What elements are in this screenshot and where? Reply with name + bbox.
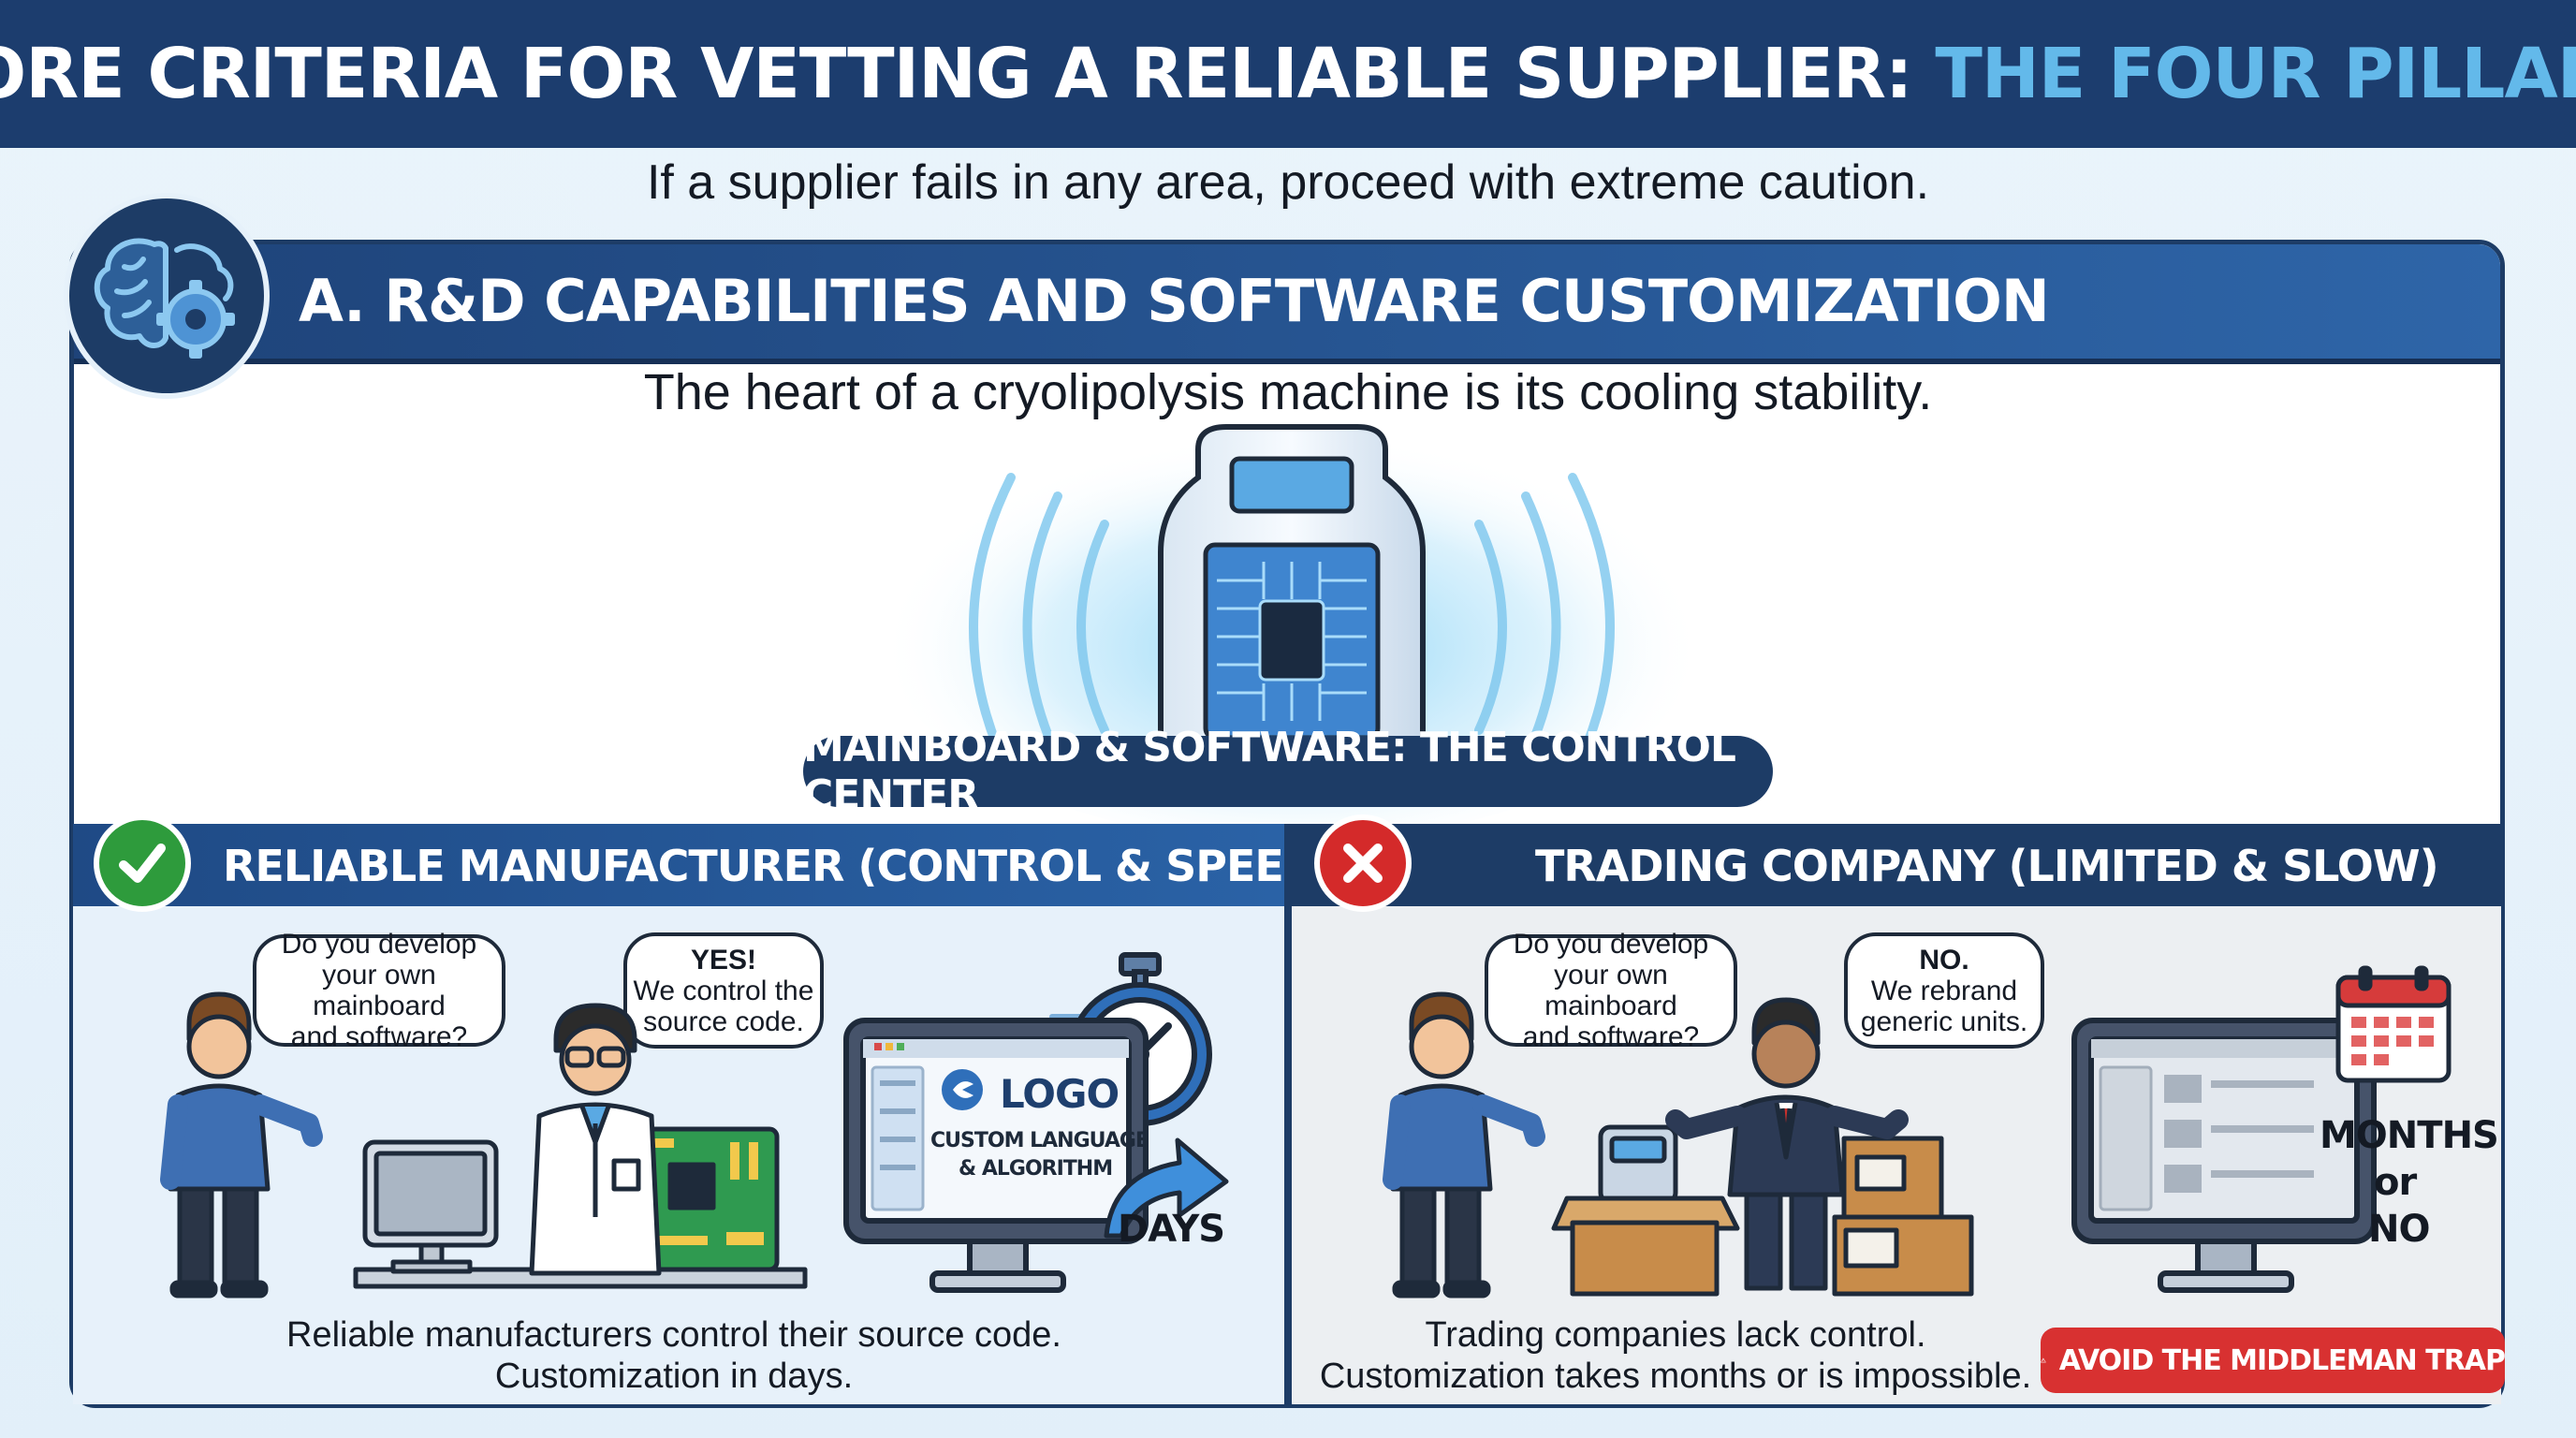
bubble-line: and software? (290, 1021, 468, 1052)
cryolipolysis-device-illustration (824, 412, 1760, 843)
trader-figure (1665, 997, 1909, 1291)
calendar-icon (2335, 965, 2452, 1083)
x-icon (1314, 814, 1412, 912)
caption-line: Customization in days. (494, 1357, 854, 1396)
title-accent-text: THE FOUR PILLARS (1935, 34, 2576, 114)
bubble-line: Do you develop (1513, 929, 1709, 960)
trading-company-heading: TRADING COMPANY (LIMITED & SLOW) (1535, 841, 2439, 891)
warning-text: AVOID THE MIDDLEMAN TRAP (2058, 1343, 2506, 1377)
or-label: or (2374, 1161, 2417, 1204)
screen-text-line-1: CUSTOM LANGUAGE (930, 1129, 1149, 1152)
engineer-figure (529, 1003, 662, 1276)
bubble-line: your own mainboard (313, 960, 446, 1021)
months-label: MONTHS (2320, 1114, 2499, 1157)
screen-text-line-2: & ALGORITHM (959, 1157, 1113, 1181)
no-label: NO (2368, 1208, 2430, 1251)
panel-divider (1284, 824, 1292, 1404)
bubble-line: and software? (1522, 1021, 1700, 1052)
section-a-title: A. R&D CAPABILITIES AND SOFTWARE CUSTOMI… (299, 267, 2050, 335)
title-bar: CORE CRITERIA FOR VETTING A RELIABLE SUP… (0, 0, 2576, 148)
days-label: DAYS (1118, 1208, 1225, 1251)
bubble-line: We rebrand (1870, 975, 2018, 1006)
page-subtitle: If a supplier fails in any area, proceed… (646, 155, 1930, 210)
manufacturer-answer-bubble: YES! We control the source code. (623, 932, 824, 1049)
caption-line: Reliable manufacturers control their sou… (286, 1315, 1061, 1355)
caption-line: Customization takes months or is impossi… (1319, 1357, 2032, 1396)
reliable-manufacturer-header: RELIABLE MANUFACTURER (CONTROL & SPEED) (73, 824, 1338, 906)
control-center-label: MAINBOARD & SOFTWARE: THE CONTROL CENTER (803, 724, 1773, 819)
buyer-question-bubble-right: Do you develop your own mainboard and so… (1485, 929, 1737, 1052)
bubble-line: We control the (633, 975, 814, 1006)
trading-company-caption: Trading companies lack control. Customiz… (1310, 1314, 2041, 1397)
bubble-line: your own mainboard (1544, 960, 1677, 1021)
reliable-manufacturer-caption: Reliable manufacturers control their sou… (234, 1314, 1114, 1397)
custom-software-monitor (843, 1018, 1149, 1293)
bubble-line: Do you develop (281, 929, 477, 960)
fast-arrow-icon (1104, 1137, 1229, 1239)
trader-answer-bubble: NO. We rebrand generic units. (1844, 932, 2044, 1049)
bubble-line: generic units. (1860, 1005, 2028, 1037)
generic-boxes-illustration (1551, 1124, 1974, 1297)
bubble-answer-title: YES! (690, 944, 757, 976)
bubble-answer-title: NO. (1919, 944, 1969, 976)
page-title: CORE CRITERIA FOR VETTING A RELIABLE SUP… (0, 34, 2576, 114)
buyer-figure-right (1383, 991, 1545, 1299)
title-main-text: CORE CRITERIA FOR VETTING A RELIABLE SUP… (0, 34, 1936, 114)
caption-line: Trading companies lack control. (1425, 1315, 1926, 1355)
trading-company-header: TRADING COMPANY (LIMITED & SLOW) (1292, 824, 2501, 906)
buyer-figure-left (160, 991, 323, 1299)
computer-desk-illustration (353, 1126, 808, 1289)
buyer-question-bubble-left: Do you develop your own mainboard and so… (253, 929, 505, 1052)
section-a-subtitle: The heart of a cryolipolysis machine is … (643, 364, 1933, 420)
generic-software-monitor (2071, 1018, 2377, 1293)
reliable-manufacturer-heading: RELIABLE MANUFACTURER (CONTROL & SPEED) (223, 841, 1338, 891)
section-a-header-bar: A. R&D CAPABILITIES AND SOFTWARE CUSTOMI… (74, 244, 2500, 364)
screen-logo-text: LOGO (1000, 1071, 1120, 1117)
bubble-line: source code. (643, 1005, 804, 1037)
brain-gear-icon (64, 193, 270, 399)
check-icon (94, 814, 191, 912)
warning-triangle-icon (2041, 1357, 2046, 1363)
avoid-middleman-warning: AVOID THE MIDDLEMAN TRAP (2041, 1328, 2506, 1393)
